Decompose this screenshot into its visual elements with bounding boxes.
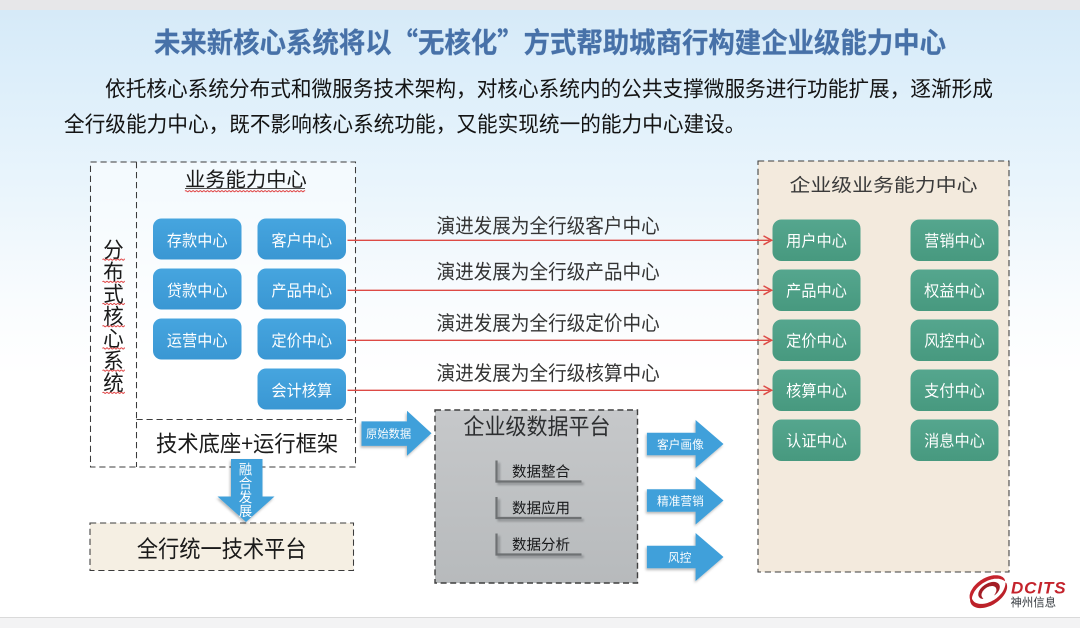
svg-text:DCITS: DCITS: [1011, 579, 1067, 598]
